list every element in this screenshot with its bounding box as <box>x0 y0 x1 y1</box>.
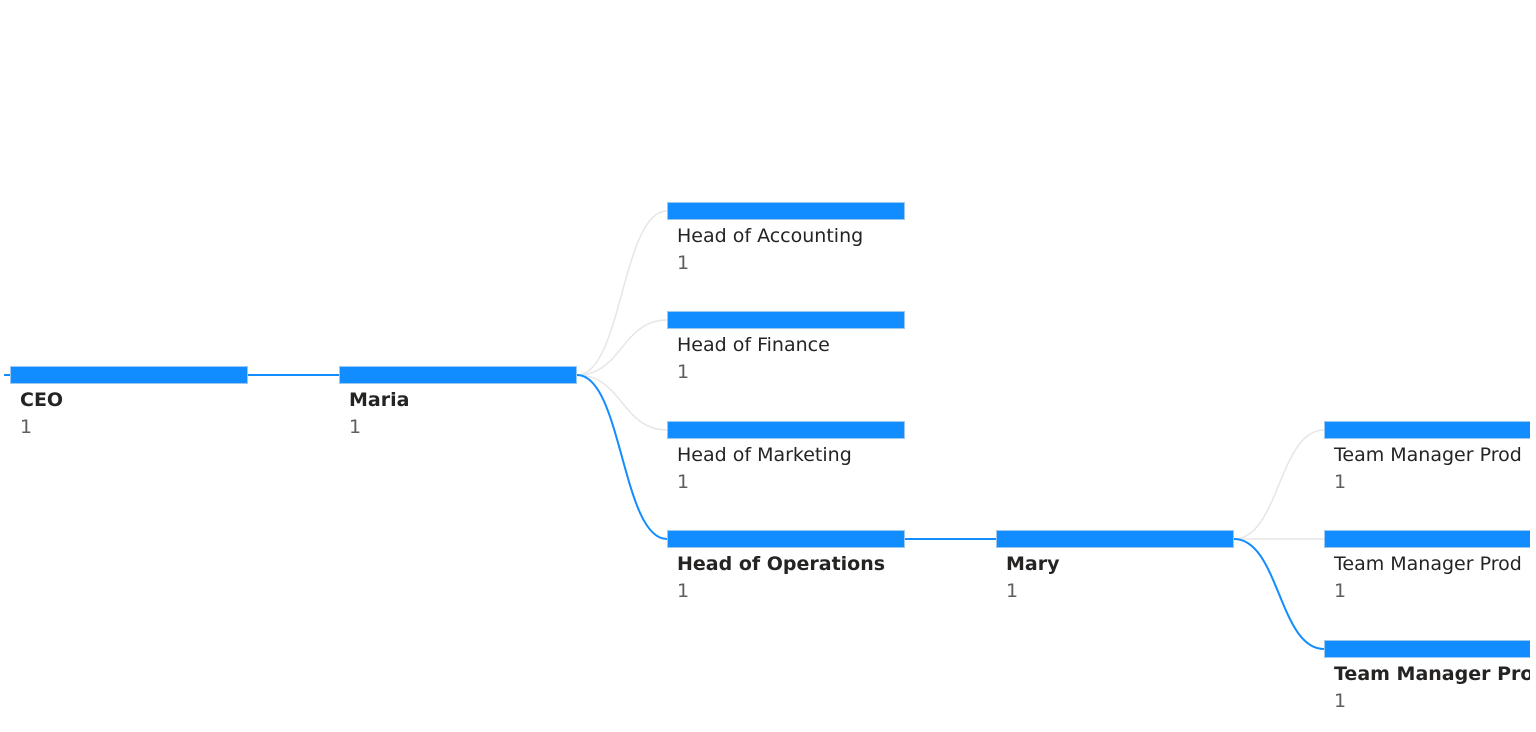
node-value: 1 <box>349 416 362 438</box>
node-label: Maria <box>349 389 410 411</box>
node-label: Head of Accounting <box>677 225 864 247</box>
node-label: Team Manager Prod <box>1334 444 1522 466</box>
connector-ops <box>576 374 668 540</box>
connector-tm1 <box>1233 429 1325 540</box>
node-label: CEO <box>20 389 64 411</box>
node-value: 1 <box>20 416 33 438</box>
node-value: 1 <box>677 252 690 274</box>
node-label: Head of Operations <box>677 553 886 575</box>
node-bar[interactable] <box>1324 421 1530 439</box>
node-value: 1 <box>677 361 690 383</box>
node-label: Team Manager Prod <box>1334 553 1522 575</box>
node-value: 1 <box>1334 580 1347 602</box>
connector-mkt <box>576 374 668 431</box>
node-value: 1 <box>1334 690 1347 712</box>
connector-tm3 <box>1233 538 1325 650</box>
node-label: Head of Finance <box>677 334 830 356</box>
node-bar[interactable] <box>667 311 905 329</box>
connector-acc <box>576 210 668 376</box>
node-value: 1 <box>1006 580 1019 602</box>
connector-fin <box>576 319 668 376</box>
node-bar[interactable] <box>1324 640 1530 658</box>
node-value: 1 <box>1334 471 1347 493</box>
node-label: Mary <box>1006 553 1060 575</box>
node-bar[interactable] <box>667 202 905 220</box>
node-label: Head of Marketing <box>677 444 852 466</box>
node-bar[interactable] <box>339 366 577 384</box>
node-bar[interactable] <box>1324 530 1530 548</box>
node-value: 1 <box>677 471 690 493</box>
node-bar[interactable] <box>10 366 248 384</box>
node-label: Team Manager Prod <box>1334 663 1530 685</box>
node-bar[interactable] <box>667 530 905 548</box>
node-bar[interactable] <box>667 421 905 439</box>
node-value: 1 <box>677 580 690 602</box>
node-bar[interactable] <box>996 530 1234 548</box>
